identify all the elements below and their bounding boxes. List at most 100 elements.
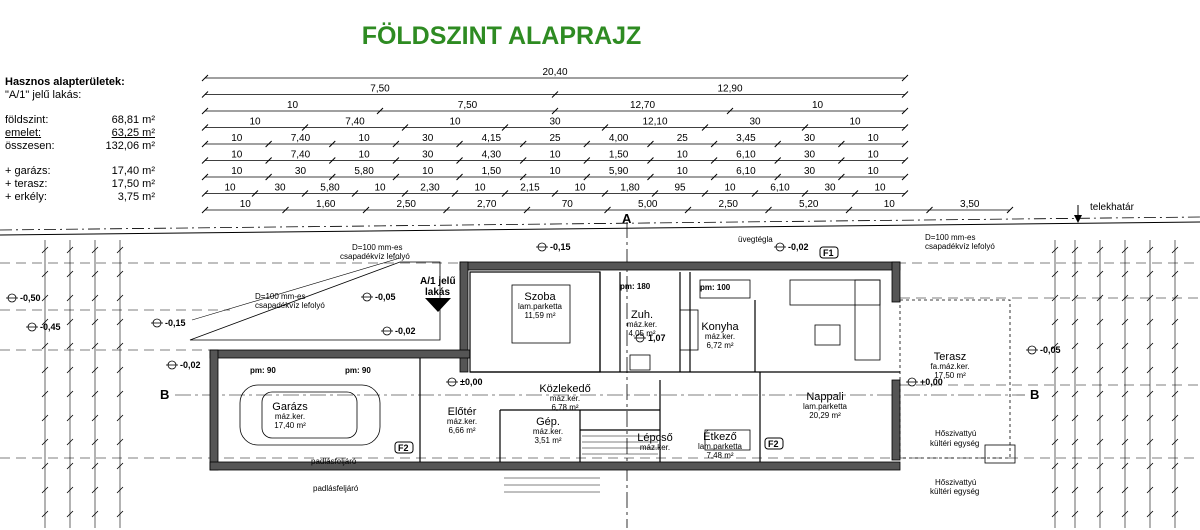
level-mark: ±0,00 <box>446 377 482 387</box>
dimension-value: 10 <box>422 166 434 177</box>
dimension-value: 12,90 <box>717 84 742 95</box>
dimension-value: 7,40 <box>291 150 311 161</box>
room-area: 6,72 m² <box>706 341 733 350</box>
dimension-value: 2,70 <box>477 199 497 210</box>
dimension-value: 1,50 <box>482 166 502 177</box>
level-mark: -0,05 <box>361 292 396 302</box>
dimension-value: 2,30 <box>420 183 440 194</box>
dimension-tick <box>362 206 370 214</box>
level-mark: +0,00 <box>906 377 943 387</box>
dimension-tick <box>901 74 909 82</box>
dimension-value: 30 <box>824 183 836 194</box>
level-value: 1,07 <box>648 333 666 343</box>
dimension-value: 1,80 <box>620 183 640 194</box>
level-mark: 1,07 <box>634 333 666 343</box>
dimension-value: 2,50 <box>719 199 739 210</box>
kitchen-counter <box>699 279 751 299</box>
dimension-tick <box>926 206 933 214</box>
room-floor: máz.ker. <box>447 417 477 426</box>
dimension-tick <box>583 157 591 164</box>
dimension-value: 4,00 <box>609 133 629 144</box>
dimension-tick <box>265 173 272 181</box>
dimension-tick <box>901 107 909 115</box>
downpipe-label-2b: csapadékvíz lefolyó <box>925 242 995 251</box>
room-area: 17,50 m² <box>934 371 966 380</box>
apartment-label-2: lakás <box>425 287 450 298</box>
level-marks: -0,50-0,45-0,15-0,05-0,02±0,00-0,15-0,02… <box>6 242 1061 387</box>
dimension-value: 30 <box>274 183 286 194</box>
dimension-value: 10 <box>884 199 896 210</box>
dimension-value: 7,40 <box>291 133 311 144</box>
room-floor: lam.parketta <box>698 442 743 451</box>
dimension-tick <box>201 74 209 82</box>
room-floor: lam.parketta <box>518 302 563 311</box>
room-name: Zuh. <box>631 309 653 321</box>
dimension-tick <box>651 190 659 197</box>
dimension-value: 70 <box>562 199 574 210</box>
room-floor: máz.ker. <box>705 332 735 341</box>
dimension-tick <box>401 124 409 131</box>
dimension-tick <box>456 173 463 181</box>
window-tag: pm: 90 <box>345 366 371 375</box>
dimension-value: 10 <box>724 183 736 194</box>
car <box>239 384 381 446</box>
dimension-tick <box>519 140 527 148</box>
coffee-table <box>814 324 841 346</box>
dimension-tick <box>392 140 400 148</box>
dimension-tick <box>647 173 654 181</box>
room-floor: máz.ker. <box>275 412 305 421</box>
dimension-tick <box>901 91 909 98</box>
dimension-tick <box>901 157 909 164</box>
dimension-value: 4,15 <box>482 133 502 144</box>
dimension-tick <box>201 91 209 98</box>
dimension-value: 30 <box>804 133 816 144</box>
area-summary: Hasznos alapterületek: "A/1" jelű lakás:… <box>5 76 155 204</box>
attic-access-label-2: padlásfeljáró <box>313 484 359 493</box>
dimension-tick <box>551 190 559 197</box>
dimension-tick <box>901 173 909 181</box>
dimension-tick <box>710 173 718 181</box>
property-line: telekhatár <box>0 202 1200 236</box>
drawing-title: FÖLDSZINT ALAPRAJZ <box>361 22 642 50</box>
room-area: 4,05 m² <box>628 329 655 338</box>
dimension-tick <box>838 173 845 181</box>
dimension-tick <box>774 157 782 164</box>
dimension-value: 3,45 <box>736 133 756 144</box>
dimension-value: 10 <box>449 117 461 128</box>
dimension-tick <box>201 124 209 131</box>
dimension-value: 1,60 <box>316 199 336 210</box>
dimension-value: 5,90 <box>609 166 629 177</box>
dimension-value: 6,10 <box>770 183 790 194</box>
room-area: 6,78 m² <box>551 403 578 412</box>
dimension-value: 10 <box>677 166 689 177</box>
dimension-tick <box>751 190 759 197</box>
level-value: -0,02 <box>395 326 416 336</box>
tag-f2: F2 <box>398 443 409 453</box>
heat-pump-label-4: kültéri egység <box>930 487 979 496</box>
dimension-tick <box>701 124 709 131</box>
dimension-value: 30 <box>804 166 816 177</box>
dimension-tick <box>601 124 609 131</box>
dimension-tick <box>456 140 463 148</box>
dimension-value: 10 <box>868 133 880 144</box>
exterior-walls <box>209 261 901 471</box>
room-name: Konyha <box>701 321 739 333</box>
dimension-tick <box>838 140 845 148</box>
dimension-tick <box>801 190 809 197</box>
dimension-value: 7,50 <box>370 84 390 95</box>
level-value: -0,02 <box>788 242 809 252</box>
heat-pump-unit <box>984 444 1016 464</box>
dimension-tick <box>765 206 772 214</box>
dimension-value: 12,70 <box>630 100 655 111</box>
dimension-tick <box>901 124 909 131</box>
glass-block-label: üvegtégla <box>738 235 773 244</box>
dimension-value: 2,50 <box>397 199 417 210</box>
dimension-tick <box>774 173 782 181</box>
dimension-value: 5,00 <box>638 199 658 210</box>
dimension-value: 10 <box>474 183 486 194</box>
extra-row: + terasz:17,50 m² <box>5 178 155 190</box>
